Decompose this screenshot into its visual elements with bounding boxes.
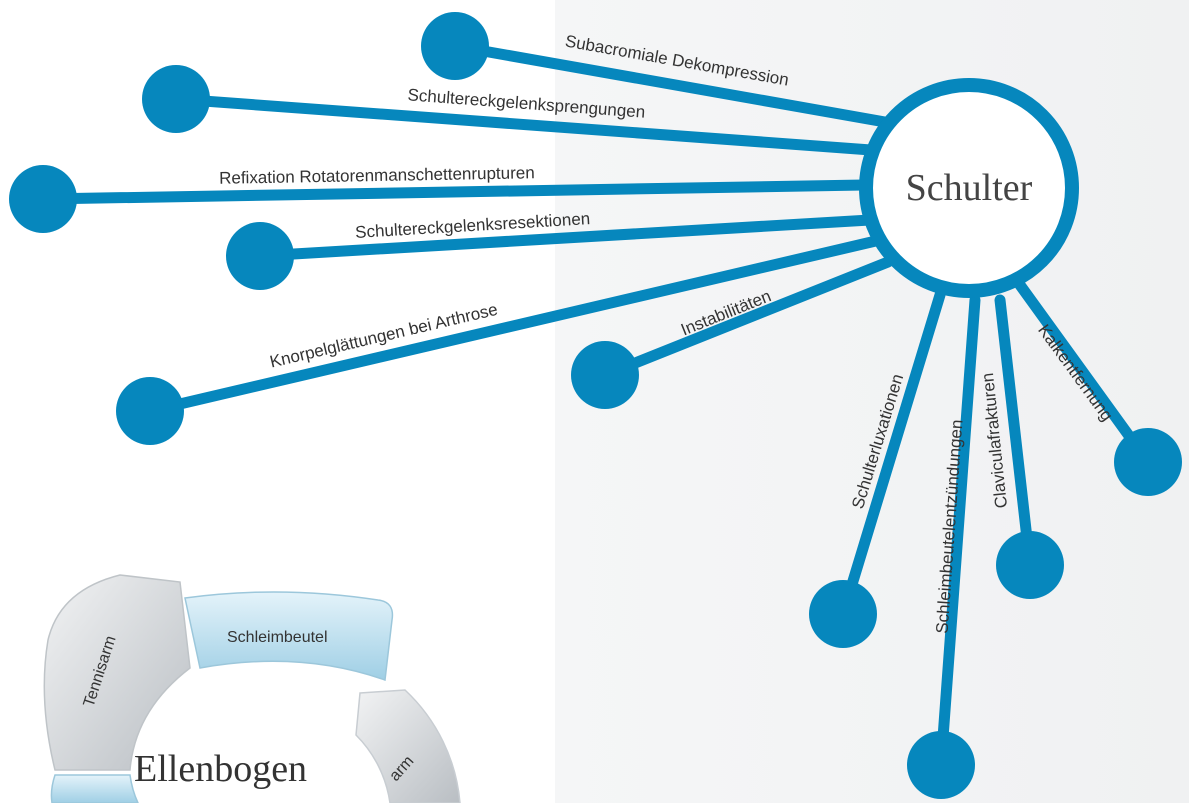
spoke-line <box>170 93 877 156</box>
shoulder-hub[interactable]: Schulter <box>859 78 1079 298</box>
elbow-segment-label-top: Schleimbeutel <box>227 629 328 646</box>
spoke-dot[interactable] <box>9 165 77 233</box>
elbow-segment-right[interactable] <box>355 689 461 803</box>
elbow-segment-bottom-left[interactable] <box>50 774 139 803</box>
spoke-line <box>144 234 886 417</box>
elbow-title: Ellenbogen <box>134 748 307 790</box>
spoke-line <box>837 289 946 620</box>
spoke-line <box>994 294 1036 571</box>
spoke-line <box>37 179 870 205</box>
spoke-dot[interactable] <box>996 531 1064 599</box>
spoke-line <box>254 214 876 262</box>
spoke-line <box>599 256 894 381</box>
spoke-dot[interactable] <box>226 222 294 290</box>
spoke-dot[interactable] <box>142 65 210 133</box>
spoke-dot[interactable] <box>421 12 489 80</box>
spoke-line <box>935 294 981 771</box>
spoke-dot[interactable] <box>1114 428 1182 496</box>
spoke-dots <box>9 12 1182 799</box>
spoke-line <box>1014 279 1154 468</box>
hub-label: Schulter <box>906 167 1033 209</box>
elbow-segment-top[interactable] <box>184 591 394 682</box>
spoke-dot[interactable] <box>907 731 975 799</box>
spoke-dot[interactable] <box>116 377 184 445</box>
spoke-label: Refixation Rotatorenmanschettenrupturen <box>219 163 535 188</box>
spoke-line <box>449 40 891 128</box>
elbow-segment-left[interactable] <box>43 574 191 771</box>
spoke-lines <box>37 40 1154 771</box>
spoke-dot[interactable] <box>809 580 877 648</box>
spoke-dot[interactable] <box>571 341 639 409</box>
spoke-label: Kalkentfernung <box>1034 321 1117 425</box>
elbow-ring: Ellenbogen Schleimbeutel Tennisarm arm <box>43 574 461 803</box>
